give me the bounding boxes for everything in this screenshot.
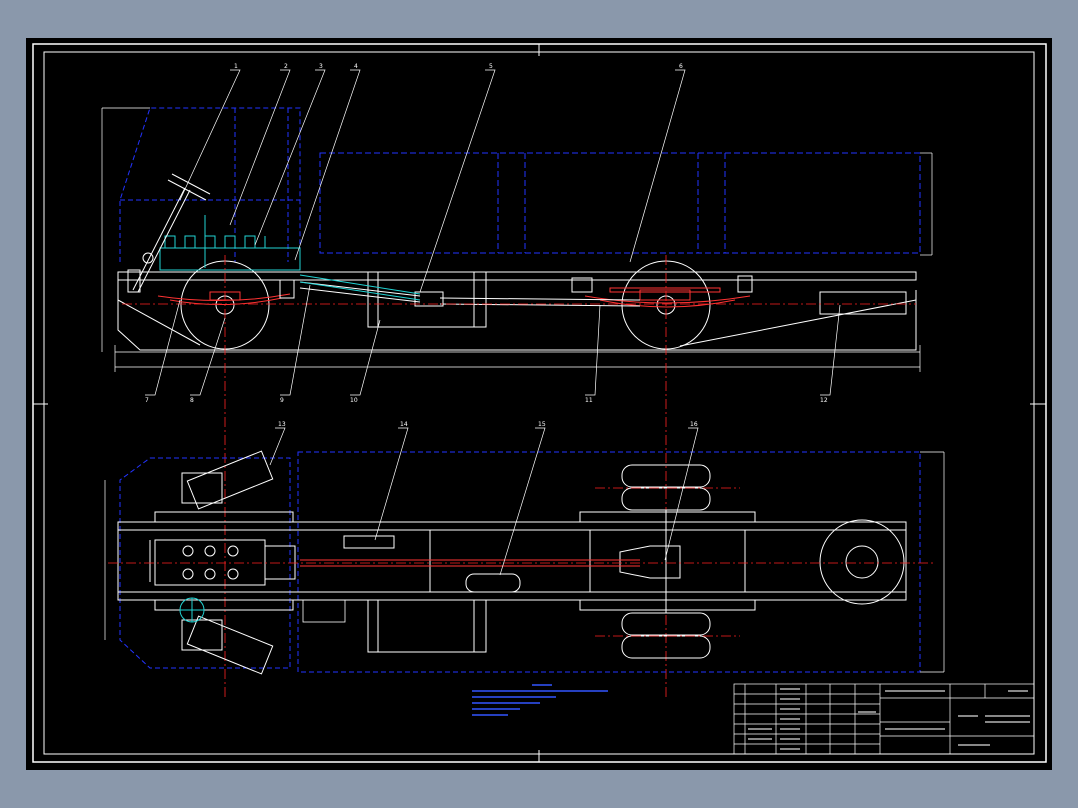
paper bbox=[26, 38, 1052, 770]
leader-numbers-plan: 13 14 15 16 bbox=[278, 421, 698, 428]
leader-label: 7 bbox=[145, 397, 149, 404]
leader-label: 9 bbox=[280, 397, 284, 404]
title-block bbox=[733, 683, 1035, 755]
leader-label: 13 bbox=[278, 421, 286, 428]
leader-label: 12 bbox=[820, 397, 828, 404]
battery-box-plan bbox=[302, 599, 346, 623]
front-wheel-lower-plan bbox=[181, 615, 274, 675]
centerlines-side bbox=[122, 255, 916, 700]
leader-lines-plan bbox=[269, 427, 699, 576]
side-view: 1 2 3 4 5 6 7 8 9 10 11 12 bbox=[101, 63, 933, 700]
steering-wheel-plan bbox=[179, 597, 205, 623]
leader-label: 16 bbox=[690, 421, 698, 428]
leader-label: 4 bbox=[354, 63, 358, 70]
leader-label: 8 bbox=[190, 397, 194, 404]
steering-column-side bbox=[132, 173, 211, 293]
frame-ticks bbox=[33, 44, 1046, 762]
leader-label: 10 bbox=[350, 397, 358, 404]
cab-outline-plan bbox=[119, 451, 921, 673]
leader-label: 6 bbox=[679, 63, 683, 70]
leader-label: 1 bbox=[234, 63, 238, 70]
centerlines-plan bbox=[108, 487, 935, 637]
drive-shaft-plan bbox=[300, 559, 640, 567]
engine-block-side bbox=[159, 215, 421, 301]
frame-rail-side bbox=[117, 271, 917, 351]
plan-view: 13 14 15 16 bbox=[104, 421, 945, 675]
frame-rails-plan bbox=[117, 511, 907, 611]
front-wheel-upper-plan bbox=[181, 450, 274, 510]
leader-label: 11 bbox=[585, 397, 593, 404]
leader-numbers-bottom: 7 8 9 10 11 12 bbox=[145, 397, 828, 404]
extension-lines-side bbox=[101, 107, 933, 372]
engine-plan bbox=[154, 539, 296, 586]
fuel-tank-plan bbox=[343, 535, 521, 653]
leader-lines-bottom bbox=[145, 284, 841, 396]
rear-axle-plan bbox=[619, 510, 681, 613]
cargo-box-side bbox=[319, 152, 921, 254]
spring-hangers-side bbox=[127, 269, 753, 299]
leaf-springs-side bbox=[157, 287, 751, 308]
extension-lines-plan bbox=[104, 451, 945, 673]
technical-notes bbox=[472, 684, 608, 716]
leader-label: 3 bbox=[319, 63, 323, 70]
leader-label: 5 bbox=[489, 63, 493, 70]
leader-lines-top bbox=[179, 69, 686, 293]
leader-label: 15 bbox=[538, 421, 546, 428]
leader-label: 14 bbox=[400, 421, 408, 428]
leader-label: 2 bbox=[284, 63, 288, 70]
leader-numbers-top: 1 2 3 4 5 6 bbox=[234, 63, 683, 70]
title-block-text-marks bbox=[748, 688, 1030, 750]
spare-wheel-plan bbox=[819, 519, 905, 605]
